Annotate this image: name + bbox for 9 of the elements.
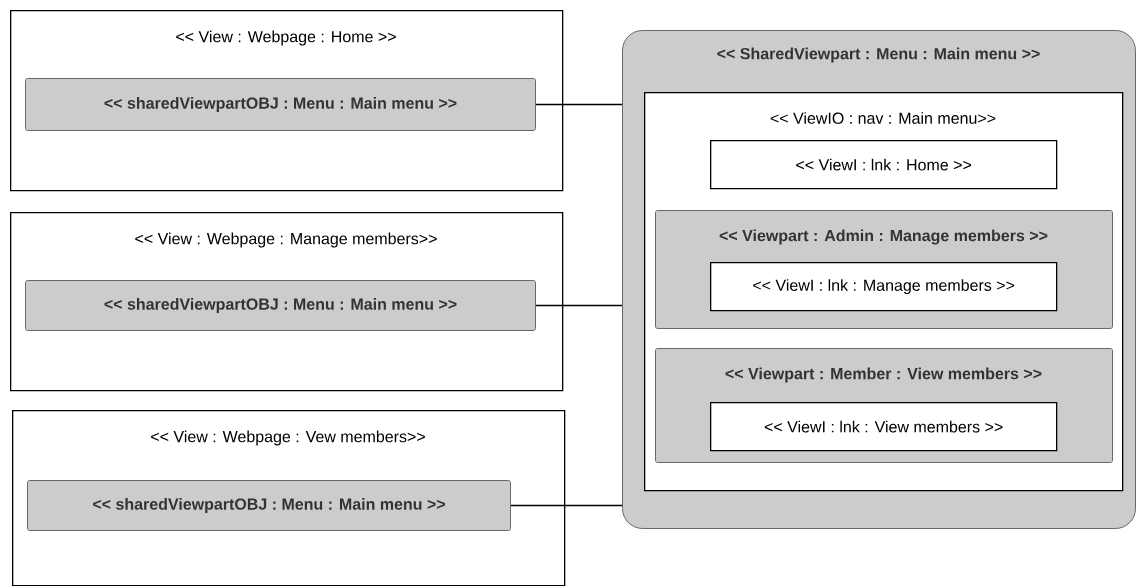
component-box: << sharedViewpartOBJ : Menu : Main menu >> [25, 280, 536, 331]
link-box: << ViewI : lnk : View members >> [710, 402, 1058, 452]
connector-line [535, 103, 623, 106]
connector-line [510, 504, 623, 507]
component-box: << sharedViewpartOBJ : Menu : Main menu >> [27, 480, 511, 531]
component-box: << sharedViewpartOBJ : Menu : Main menu >> [25, 78, 536, 131]
link-box: << ViewI : lnk : Manage members >> [710, 262, 1058, 312]
connector-line [535, 304, 623, 307]
link-box: << ViewI : lnk : Home >> [710, 140, 1058, 190]
